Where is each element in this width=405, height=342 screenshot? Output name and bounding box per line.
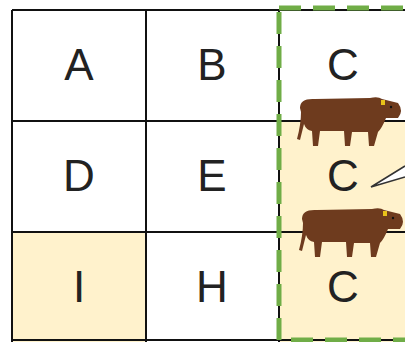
table-cell: C: [327, 265, 359, 309]
table-cell: C: [327, 154, 359, 198]
table-cell: I: [73, 265, 85, 309]
highlight-cell: [12, 232, 146, 342]
table-cell: E: [197, 154, 226, 198]
dashed-frame: [279, 8, 405, 340]
table-cell: H: [196, 265, 228, 309]
table-cell: D: [63, 154, 95, 198]
table-cell: B: [197, 43, 226, 87]
table-cell: C: [327, 43, 359, 87]
table-cell: A: [64, 43, 93, 87]
cow-icon: [297, 97, 401, 146]
speech-pointer: [371, 166, 405, 187]
grid-lines: [12, 10, 405, 342]
cow-icon: [299, 208, 403, 257]
